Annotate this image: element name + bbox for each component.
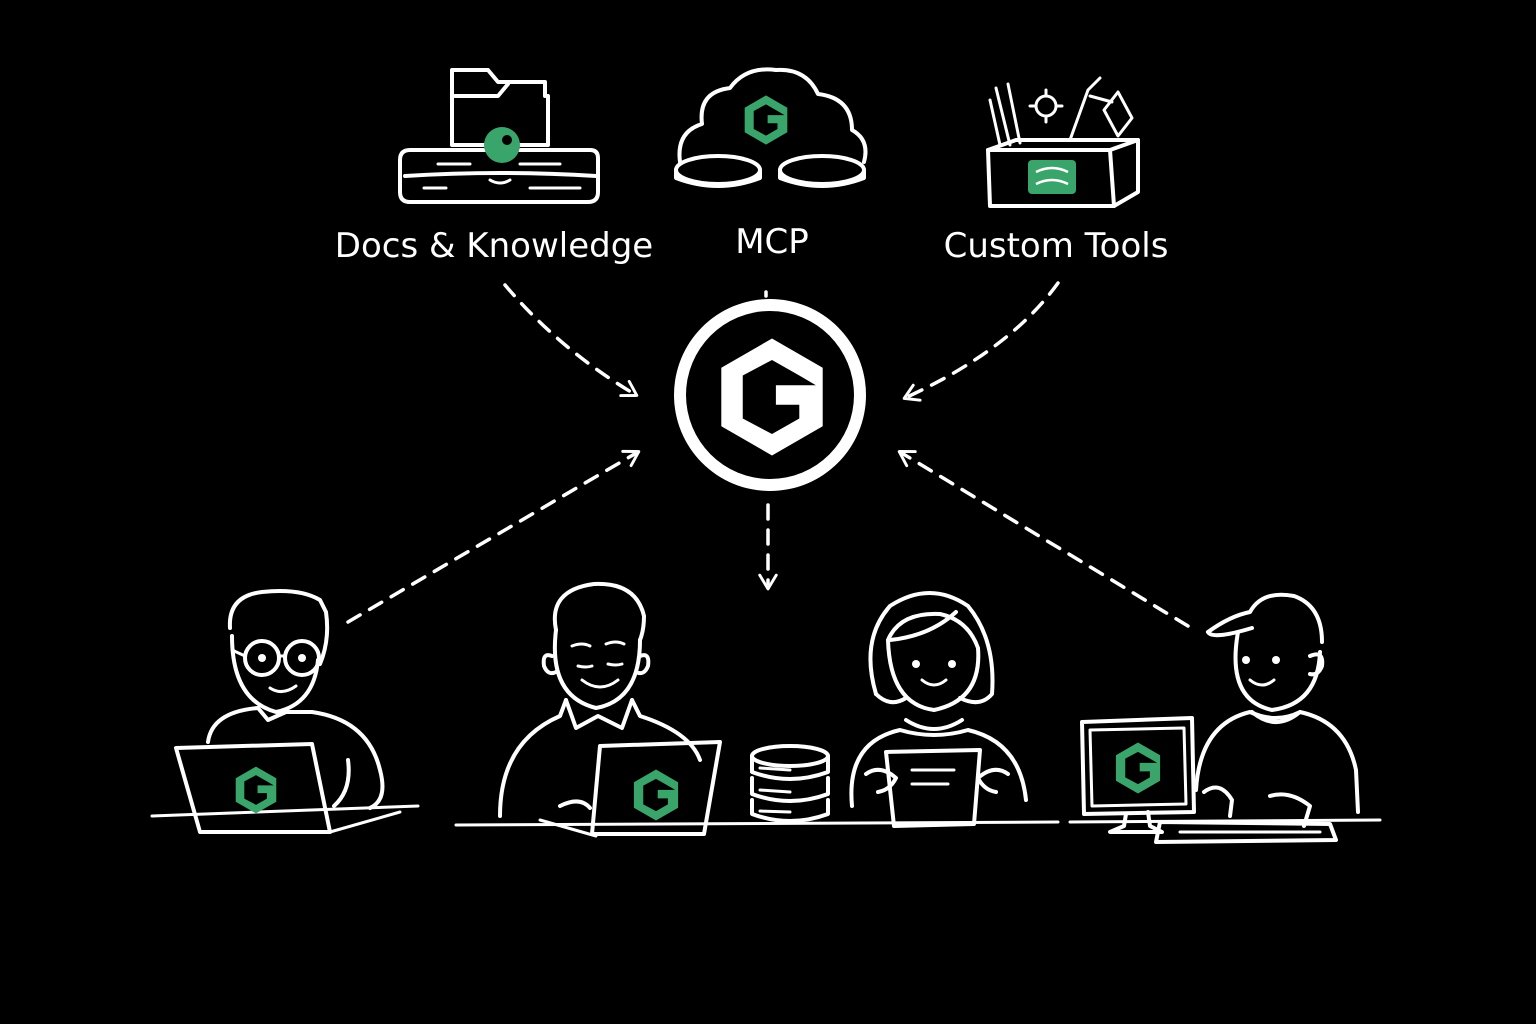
user-cap [1080,592,1360,844]
toolbox-icon [986,76,1140,208]
folder-storage-icon [398,68,600,204]
source-label-tools: Custom Tools [943,226,1169,266]
user-shirt [498,581,722,838]
source-label-docs: Docs & Knowledge [334,226,654,266]
source-label-mcp: MCP [735,222,809,262]
user-glasses [174,589,402,834]
user-woman [849,591,1028,828]
arrow-user1-to-hub [346,449,641,624]
arrow-tools-to-hub [902,281,1060,402]
database-stack-icon [750,744,830,823]
arrow-user4-to-hub [897,450,1190,628]
arrow-docs-to-hub [503,283,639,398]
g-logo-icon [674,299,866,491]
cloud-servers-icon [674,67,868,188]
flow-arrows [346,281,1190,628]
